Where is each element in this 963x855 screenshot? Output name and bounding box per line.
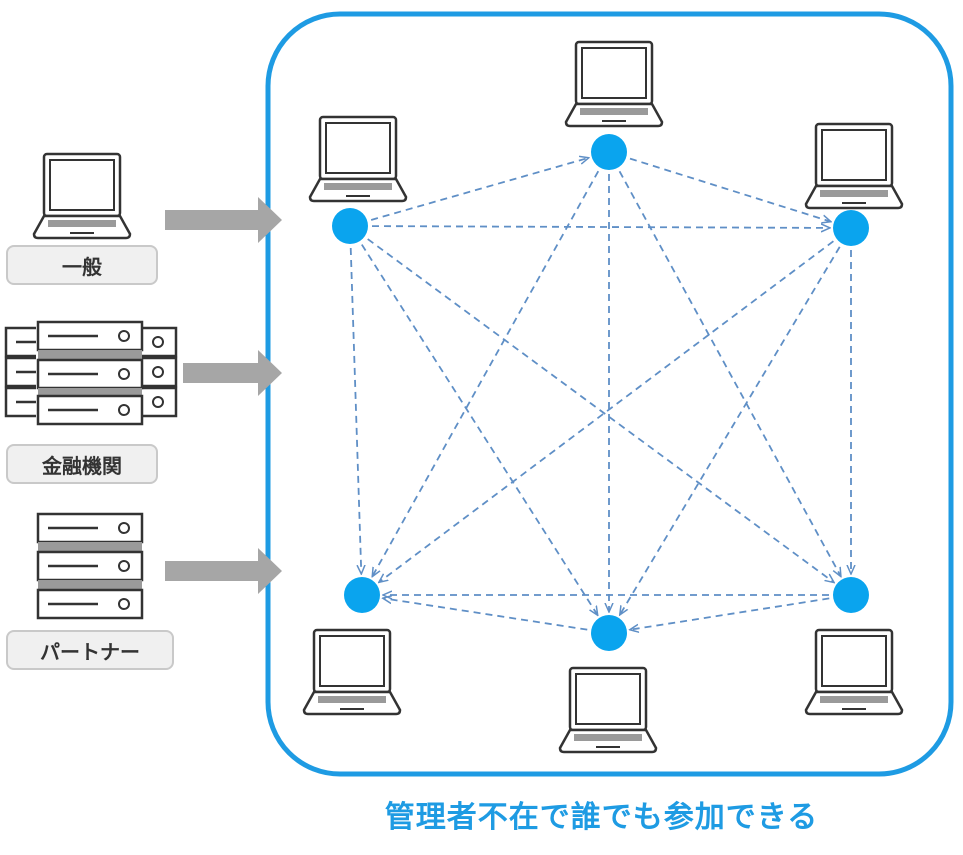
peer-laptop-lower-right-icon — [804, 628, 904, 716]
peer-connection-line — [620, 246, 841, 614]
join-arrow-partner — [165, 548, 282, 594]
peer-connection-line — [370, 158, 588, 221]
peer-node — [833, 210, 869, 246]
participant-partner-server-icon — [36, 512, 144, 620]
peer-connection-line — [631, 597, 830, 629]
peer-node — [833, 577, 869, 613]
peer-connection-line — [361, 244, 597, 615]
peer-connection-line — [371, 226, 829, 228]
network-boundary — [265, 11, 954, 777]
peer-node — [591, 134, 627, 170]
participant-general-laptop-icon — [32, 152, 132, 240]
peer-laptop-lower-left-icon — [302, 628, 402, 716]
peer-node — [591, 615, 627, 651]
peer-connection-line — [629, 157, 830, 222]
peer-connections — [349, 157, 851, 631]
participant-label-general: 一般 — [6, 245, 158, 285]
peer-connection-line — [373, 170, 600, 576]
peer-connection-line — [618, 170, 841, 575]
join-arrow-financial — [183, 350, 282, 396]
peer-laptop-bottom-icon — [558, 666, 658, 754]
peer-node — [332, 208, 368, 244]
peer-nodes — [332, 134, 869, 651]
peer-connection-line — [380, 240, 834, 582]
peer-connection-line — [367, 238, 834, 582]
peer-laptop-top-icon — [564, 40, 664, 128]
peer-laptop-upper-right-icon — [804, 122, 904, 210]
peer-connection-line — [384, 598, 588, 631]
peer-node — [344, 577, 380, 613]
participant-label-partner: パートナー — [6, 630, 174, 670]
join-arrow-general — [165, 197, 282, 243]
peer-laptop-upper-left-icon — [308, 115, 408, 203]
peer-connection-line — [349, 247, 362, 573]
participant-financial-server-stack-icon — [4, 320, 178, 426]
participant-label-financial: 金融機関 — [6, 444, 158, 484]
diagram-caption: 管理者不在で誰でも参加できる — [384, 800, 819, 835]
